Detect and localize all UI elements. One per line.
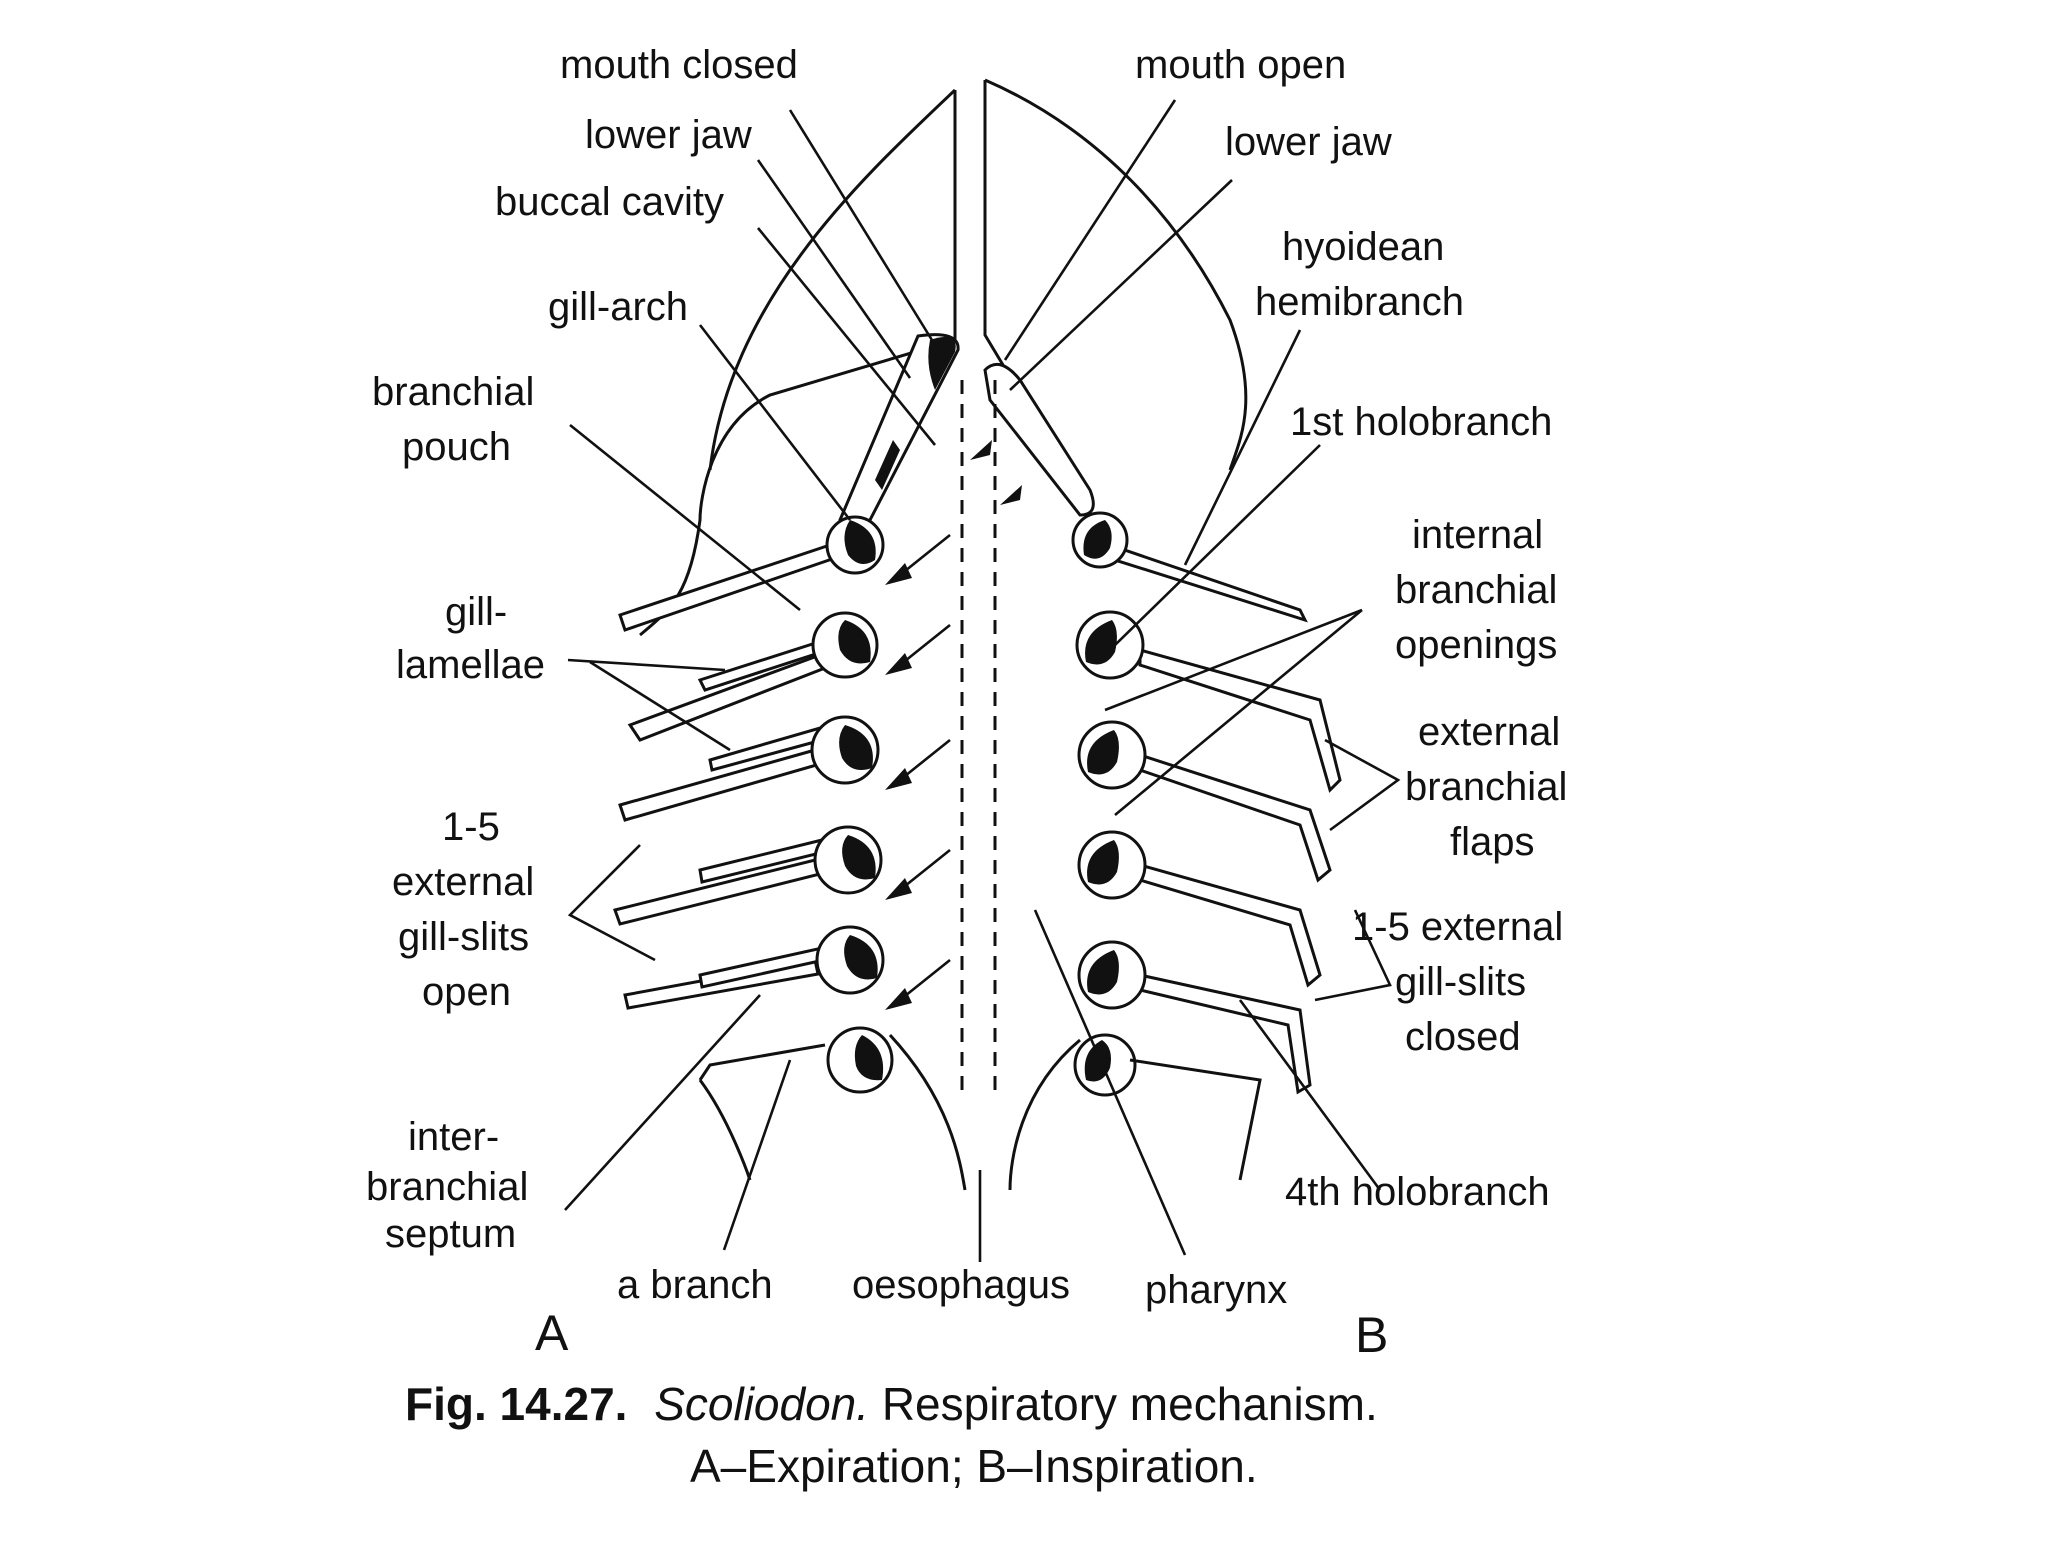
label-oesophagus: oesophagus bbox=[852, 1263, 1070, 1307]
labels-middle: oesophagus pharynx bbox=[852, 1263, 1287, 1312]
lower-jaw-b bbox=[983, 362, 1095, 517]
water-flow-arrows bbox=[885, 440, 1022, 1010]
label-lower-jaw-a: lower jaw bbox=[585, 113, 752, 157]
label-1st-holobranch: 1st holobranch bbox=[1290, 400, 1552, 444]
label-gill-lamellae-2: lamellae bbox=[396, 643, 545, 687]
label-septum-3: septum bbox=[385, 1212, 516, 1256]
label-internal-1: internal bbox=[1412, 513, 1543, 557]
label-gill-lamellae-1: gill- bbox=[445, 590, 507, 634]
label-slits-closed-1: 1-5 external bbox=[1352, 905, 1563, 949]
label-hyoidean-2: hemibranch bbox=[1255, 280, 1464, 324]
oesophagus-channel bbox=[960, 380, 997, 1100]
figure-caption: Fig. 14.27. Scoliodon. Respiratory mecha… bbox=[405, 1378, 1378, 1492]
caption-fig-number: Fig. 14.27. bbox=[405, 1378, 627, 1430]
label-hyoidean-1: hyoidean bbox=[1282, 225, 1444, 269]
label-slits-open-1: 1-5 bbox=[442, 805, 500, 849]
label-septum-1: inter- bbox=[408, 1115, 499, 1159]
label-flaps-3: flaps bbox=[1450, 820, 1535, 864]
label-branchial-pouch-2: pouch bbox=[402, 425, 511, 469]
lower-jaw-a bbox=[838, 333, 960, 532]
label-buccal-cavity: buccal cavity bbox=[495, 180, 724, 224]
label-slits-closed-2: gill-slits bbox=[1395, 960, 1526, 1004]
label-slits-open-4: open bbox=[422, 970, 511, 1014]
label-mouth-closed: mouth closed bbox=[560, 43, 798, 87]
caption-genus: Scoliodon. bbox=[654, 1378, 869, 1430]
label-internal-2: branchial bbox=[1395, 568, 1557, 612]
label-pharynx: pharynx bbox=[1145, 1268, 1287, 1312]
body-outline-a bbox=[639, 88, 957, 1181]
label-slits-closed-3: closed bbox=[1405, 1015, 1521, 1059]
panel-label-b: B bbox=[1355, 1307, 1388, 1363]
label-4th-holobranch: 4th holobranch bbox=[1285, 1170, 1550, 1214]
leader-lines bbox=[564, 99, 1401, 1262]
caption-line-2: A–Expiration; B–Inspiration. bbox=[690, 1440, 1258, 1492]
label-gill-arch: gill-arch bbox=[548, 285, 688, 329]
gill-rows-b bbox=[1008, 511, 1342, 1191]
label-slits-open-2: external bbox=[392, 860, 534, 904]
label-mouth-open: mouth open bbox=[1135, 43, 1346, 87]
label-lower-jaw-b: lower jaw bbox=[1225, 120, 1392, 164]
labels-panel-b: mouth open lower jaw hyoidean hemibranch… bbox=[1135, 43, 1567, 1363]
label-internal-3: openings bbox=[1395, 623, 1557, 667]
label-flaps-2: branchial bbox=[1405, 765, 1567, 809]
label-septum-2: branchial bbox=[366, 1165, 528, 1209]
label-a-branch: a branch bbox=[617, 1263, 773, 1307]
caption-title: Respiratory mechanism. bbox=[882, 1378, 1378, 1430]
panel-label-a: A bbox=[535, 1305, 569, 1361]
label-branchial-pouch-1: branchial bbox=[372, 370, 534, 414]
caption-line-1: Fig. 14.27. Scoliodon. Respiratory mecha… bbox=[405, 1378, 1378, 1430]
gill-rows-a bbox=[613, 515, 967, 1191]
labels-panel-a: mouth closed lower jaw buccal cavity gil… bbox=[366, 43, 798, 1361]
label-slits-open-3: gill-slits bbox=[398, 915, 529, 959]
label-flaps-1: external bbox=[1418, 710, 1560, 754]
